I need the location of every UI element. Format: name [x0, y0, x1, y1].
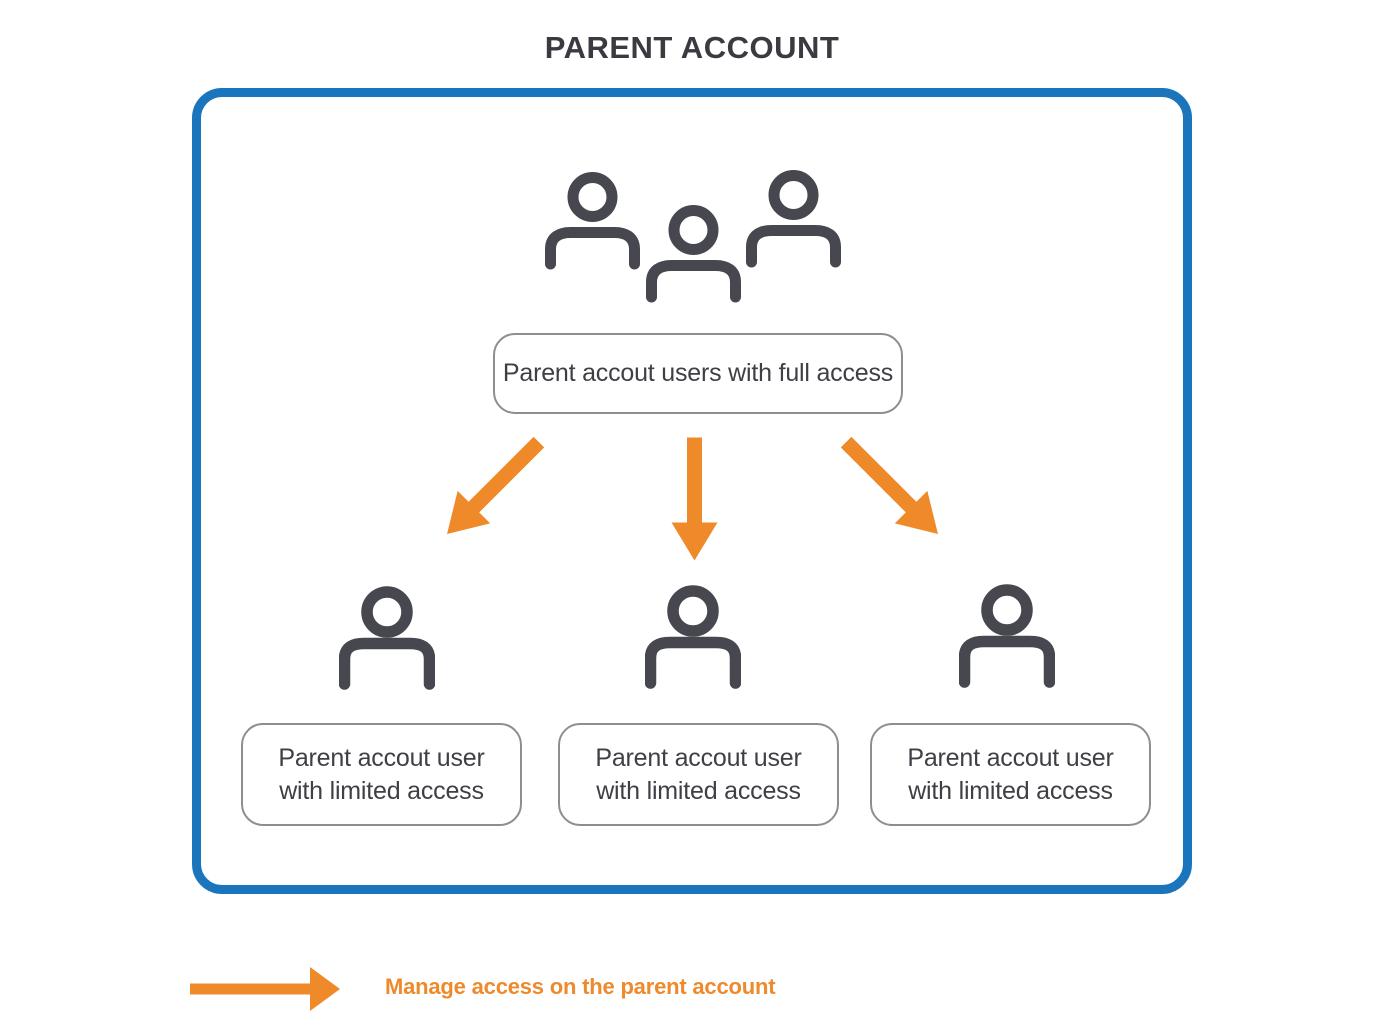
- user-icon: [339, 586, 435, 690]
- user-icon: [959, 584, 1055, 688]
- user-icon: [645, 585, 741, 689]
- right-arrow-icon: [190, 967, 340, 1011]
- limited-access-node: Parent accout user with limited access: [870, 723, 1151, 826]
- limited-access-node: Parent accout user with limited access: [241, 723, 522, 826]
- limited-label-line2: with limited access: [596, 776, 801, 805]
- limited-access-node: Parent accout user with limited access: [558, 723, 839, 826]
- limited-label-line1: Parent accout user: [595, 743, 802, 772]
- limited-label-line2: with limited access: [908, 776, 1113, 805]
- limited-label-line2: with limited access: [279, 776, 484, 805]
- down-right-arrow-icon: [840, 436, 938, 534]
- limited-access-node-label: Parent accout user with limited access: [907, 742, 1113, 808]
- limited-access-node-label: Parent accout user with limited access: [595, 742, 801, 808]
- users-group-icon: [539, 166, 845, 311]
- full-access-node-label: Parent accout users with full access: [502, 359, 894, 387]
- page-title: PARENT ACCOUNT: [544, 30, 840, 65]
- down-left-arrow-icon: [447, 436, 545, 534]
- down-arrow-icon: [671, 437, 718, 561]
- full-access-node: Parent accout users with full access: [493, 333, 903, 414]
- limited-label-line1: Parent accout user: [907, 743, 1114, 772]
- legend-label: Manage access on the parent account: [385, 974, 776, 999]
- limited-access-node-label: Parent accout user with limited access: [278, 742, 484, 808]
- limited-label-line1: Parent accout user: [278, 743, 485, 772]
